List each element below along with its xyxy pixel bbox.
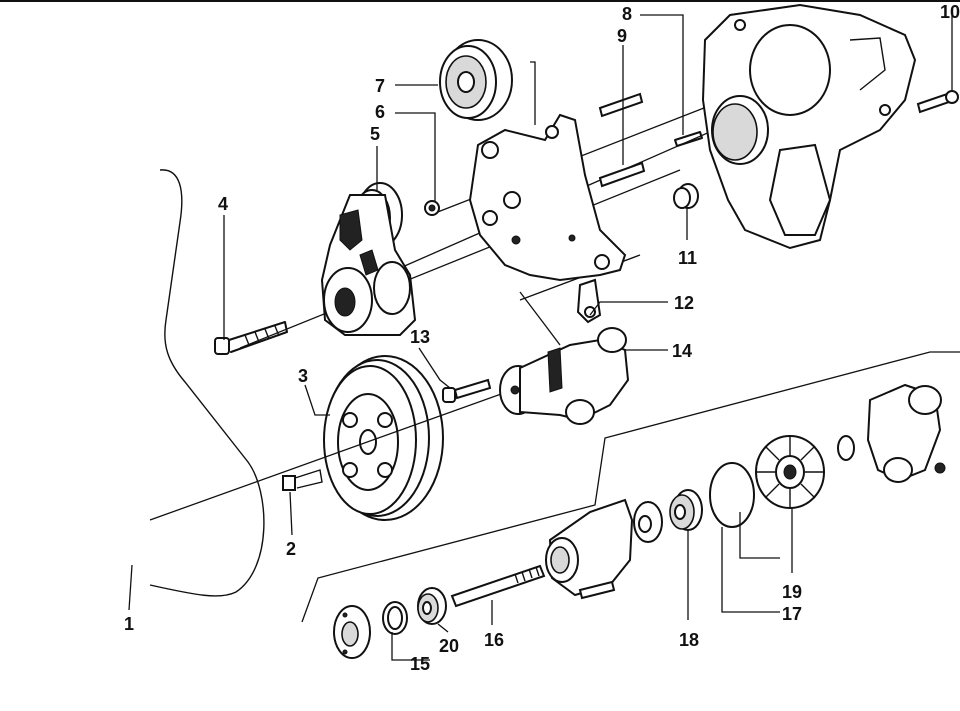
callout-5: 5 (370, 124, 380, 144)
nut (424, 200, 440, 216)
callout-20: 20 (439, 636, 459, 656)
circlip (382, 601, 408, 635)
callout-18: 18 (679, 630, 699, 650)
callout-11: 11 (678, 248, 697, 268)
seawater-pump-housing (866, 383, 946, 483)
leader-lines (128, 14, 953, 661)
stud-9-upper (598, 92, 644, 118)
callout-10: 10 (940, 2, 960, 22)
callout-6: 6 (375, 102, 385, 122)
impeller (755, 435, 825, 509)
pulley-bolt (282, 469, 323, 491)
callout-13: 13 (410, 327, 430, 347)
seal (633, 501, 663, 543)
drive-belt (3, 169, 265, 597)
callout-17: 17 (782, 604, 802, 624)
o-ring (837, 435, 855, 461)
seawater-pump-cover (545, 498, 634, 600)
stud-8 (674, 131, 703, 147)
callout-19: 19 (782, 582, 802, 602)
callout-14: 14 (672, 341, 692, 361)
callout-15: 15 (410, 654, 430, 674)
timing-cover (701, 3, 917, 250)
drive-flange (333, 605, 371, 659)
water-pump (499, 327, 630, 425)
bearing-18 (669, 489, 703, 531)
bearing-20 (417, 587, 447, 625)
mounting-bracket (468, 113, 627, 282)
pump-shaft (450, 564, 546, 608)
callout-9: 9 (617, 26, 627, 46)
callout-16: 16 (484, 630, 504, 650)
callout-2: 2 (286, 539, 296, 559)
callout-labels: 1 2 3 4 5 6 7 8 9 10 11 12 13 14 15 16 1… (124, 2, 960, 674)
sleeve (673, 183, 699, 209)
bolt-13 (442, 378, 492, 403)
crankshaft-pulley (323, 355, 444, 521)
callout-1: 1 (124, 614, 134, 634)
group-frame (301, 351, 960, 623)
tensioner-bolt (214, 321, 288, 355)
callout-12: 12 (674, 293, 694, 313)
callout-3: 3 (298, 366, 308, 386)
callout-7: 7 (375, 76, 385, 96)
screw-10 (916, 90, 959, 114)
bracket-link (576, 278, 602, 324)
callout-8: 8 (622, 4, 632, 24)
gasket (709, 462, 755, 528)
idler-pulley (439, 39, 513, 121)
stud-9-lower (598, 161, 646, 188)
callout-4: 4 (218, 194, 228, 214)
belt-tensioner (320, 182, 417, 336)
